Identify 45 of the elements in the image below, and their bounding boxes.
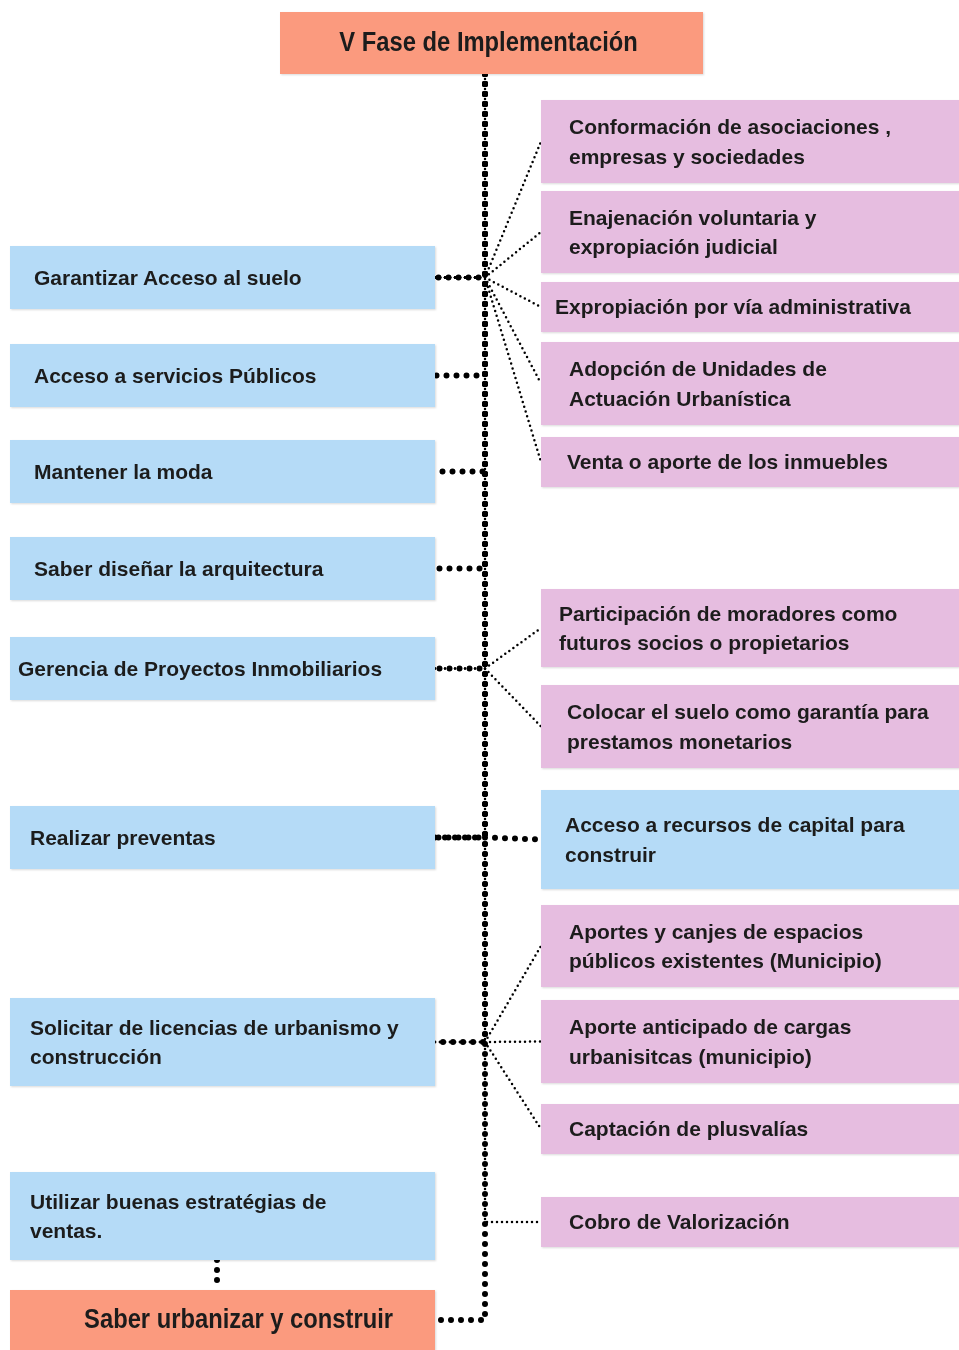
box-text: Utilizar buenas estratégias de ventas.: [30, 1188, 328, 1244]
heading-box: [280, 12, 703, 74]
box-text: Saber diseñar la arquitectura: [34, 555, 324, 582]
box-text: Enajenación voluntaria y expropiación judicial: [569, 204, 818, 260]
box-text: Adopción de Unidades de Actuación Urbanística: [569, 356, 828, 412]
process-box: [10, 344, 435, 407]
process-box: [541, 100, 959, 183]
process-box: [541, 191, 959, 273]
process-box: [10, 806, 435, 869]
box-text: Aportes y canjes de espacios públicos existentes (Municipio): [569, 918, 883, 974]
process-box: [541, 437, 959, 487]
box-text: Expropiación por vía administrativa: [555, 294, 911, 321]
process-box: [10, 1172, 435, 1260]
process-box: [541, 685, 959, 768]
process-box: [541, 905, 959, 987]
process-box: [541, 1000, 959, 1083]
box-text: Venta o aporte de los inmuebles: [567, 449, 888, 476]
heading-box: [10, 1290, 435, 1350]
box-text: Saber urbanizar y construir: [84, 1303, 393, 1337]
process-box: [10, 246, 435, 309]
box-text: Acceso a servicios Públicos: [34, 362, 317, 389]
box-text: Realizar preventas: [30, 824, 216, 851]
dotted-connector: [433, 667, 543, 728]
box-text: Participación de moradores como futuros socios o propietarios: [559, 600, 899, 656]
box-text: Acceso a recursos de capital para construir: [565, 812, 906, 868]
process-box: [10, 637, 435, 700]
process-box: [541, 342, 959, 425]
box-text: Gerencia de Proyectos Inmobiliarios: [18, 655, 383, 682]
process-box: [541, 1104, 959, 1154]
box-text: Aporte anticipado de cargas urbanisitcas (municipio): [569, 1014, 853, 1070]
process-box: [541, 589, 959, 667]
box-text: Captación de plusvalías: [569, 1116, 809, 1143]
box-text: Colocar el suelo como garantía para prestamos monetarios: [567, 699, 930, 755]
process-box: [10, 537, 435, 600]
box-text: Garantizar Acceso al suelo: [34, 264, 302, 291]
process-box: [541, 282, 959, 332]
process-box: [541, 790, 959, 889]
box-text: Conformación de asociaciones , empresas y sociedades: [569, 114, 893, 170]
box-text: Mantener la moda: [34, 458, 213, 485]
box-text: Cobro de Valorización: [569, 1209, 790, 1236]
box-text: Solicitar de licencias de urbanismo y construcción: [30, 1014, 400, 1070]
process-box: [541, 1197, 959, 1247]
box-text: V Fase de Implementación: [339, 26, 638, 60]
process-box: [10, 998, 435, 1086]
process-box: [10, 440, 435, 503]
